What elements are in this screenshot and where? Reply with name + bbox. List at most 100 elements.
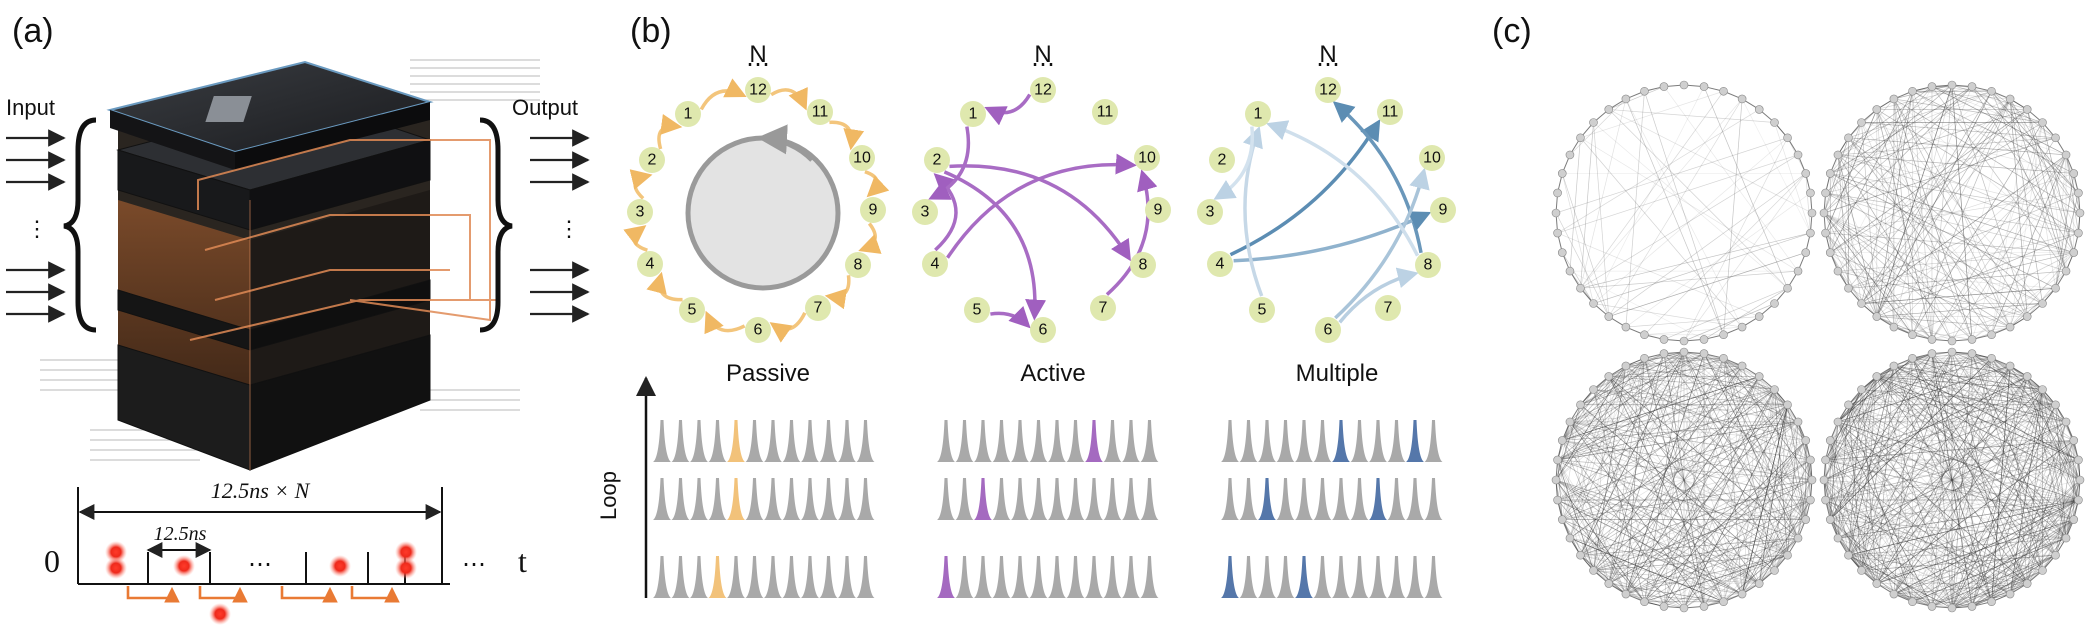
pulse-peak — [708, 556, 727, 598]
graph-node — [1754, 105, 1764, 114]
ring-node-label: 3 — [921, 204, 930, 221]
pulse-peak — [856, 420, 875, 462]
graph-node — [1967, 602, 1977, 611]
graph-node — [1783, 400, 1792, 410]
pulse-peak — [782, 478, 801, 520]
graph-node — [1825, 169, 1835, 178]
graph-node — [1908, 353, 1917, 363]
graph-node — [1806, 455, 1815, 465]
graph-node — [1719, 86, 1728, 96]
ring-node — [1245, 101, 1271, 127]
graph-node — [1801, 436, 1811, 445]
ring-node — [1430, 197, 1456, 223]
input-arrows — [6, 129, 66, 323]
graph-node — [1801, 169, 1811, 178]
n-dots: ⋯ — [746, 51, 770, 78]
pulse-peak — [937, 420, 955, 462]
graph-node — [1640, 330, 1649, 340]
pulse-dot — [395, 557, 417, 579]
ring-node-label: 5 — [688, 302, 697, 319]
active-link-arrow — [984, 93, 1032, 126]
graph-node — [1699, 602, 1709, 611]
graph-node — [2069, 515, 2079, 524]
graph-node — [2038, 118, 2047, 127]
graph-node — [1819, 475, 1829, 485]
graph-node — [1833, 150, 1843, 160]
graph-node — [1737, 589, 1747, 599]
graph-node — [1551, 475, 1561, 485]
pulse-peak — [1387, 478, 1406, 520]
graph-node — [1833, 266, 1843, 276]
pulse-peak — [801, 420, 819, 462]
pulse-peak — [1066, 420, 1085, 462]
graph-node — [1783, 550, 1792, 560]
graph-node — [2069, 248, 2079, 257]
graph-node — [2074, 495, 2083, 505]
graph-node — [1889, 361, 1899, 371]
graph-node — [1699, 82, 1709, 91]
graph-node — [2061, 150, 2071, 160]
orange-loops — [126, 586, 400, 603]
pulse-peak — [1387, 420, 1406, 462]
graph-node — [1737, 361, 1747, 371]
timeline: 12.5ns × N 12.5ns 0 ⋯ ⋯ t — [44, 478, 527, 625]
graph-node — [1844, 133, 1853, 143]
multiple-link-arrow — [1242, 126, 1264, 297]
graph-node — [1825, 515, 1835, 524]
pulse-peak — [653, 420, 671, 462]
ring-node — [1092, 99, 1118, 125]
graph-node — [1770, 299, 1779, 308]
pulse-peak — [974, 478, 992, 520]
ring-node-label: 10 — [1138, 150, 1156, 167]
graph-node — [1621, 361, 1631, 371]
ring-node — [745, 77, 771, 103]
input-dots: ⋮ — [26, 216, 48, 241]
graph-node — [1565, 417, 1575, 427]
pulse-peak — [856, 478, 875, 520]
graph-node — [1967, 335, 1977, 344]
ring-node — [1375, 295, 1401, 321]
ring-node-label: 1 — [684, 106, 693, 123]
pulse-dot — [329, 555, 351, 577]
ring-node-label: 12 — [1319, 82, 1337, 99]
pulse-rows — [653, 420, 1443, 598]
graph-node — [1857, 118, 1866, 127]
ring-node — [912, 199, 938, 225]
pulse-peak — [1387, 556, 1406, 598]
multiple-link-arrow — [1213, 126, 1255, 200]
pulse-peak — [1085, 478, 1103, 520]
passive-link-arrow — [858, 222, 882, 254]
graph-node — [1589, 118, 1598, 127]
graph-node — [2074, 188, 2083, 198]
pulse-peak — [1029, 478, 1048, 520]
pulse-peak — [1369, 478, 1387, 520]
mode-label-active: Active — [1020, 360, 1085, 387]
ring-node — [1249, 297, 1275, 323]
graph-node — [1783, 283, 1792, 293]
graph-node — [1783, 133, 1792, 143]
output-dots: ⋮ — [558, 216, 580, 241]
pulse-peak — [1332, 556, 1350, 598]
graph-node — [2005, 94, 2015, 104]
pulse-peak — [1048, 556, 1066, 598]
graph-node — [1737, 322, 1747, 332]
pulse-peak — [1239, 478, 1258, 520]
panel-a-label: (a) — [12, 12, 54, 50]
mode-label-passive: Passive — [726, 360, 810, 387]
ring-node-label: 12 — [1034, 82, 1052, 99]
pulse-peak — [1011, 420, 1029, 462]
pulse-peak — [1103, 556, 1122, 598]
graph-node — [1947, 347, 1957, 357]
graph-node — [1565, 533, 1575, 543]
ring-node — [805, 295, 831, 321]
n-dots: ⋯ — [1031, 51, 1055, 78]
pulse-peak — [1313, 420, 1332, 462]
ring-node-label: 7 — [1384, 300, 1393, 317]
pulse-peak — [1140, 478, 1159, 520]
ring-node — [922, 251, 948, 277]
graph-node — [1889, 94, 1899, 104]
pulse-peak — [1122, 420, 1140, 462]
pulse-peak — [937, 556, 955, 598]
